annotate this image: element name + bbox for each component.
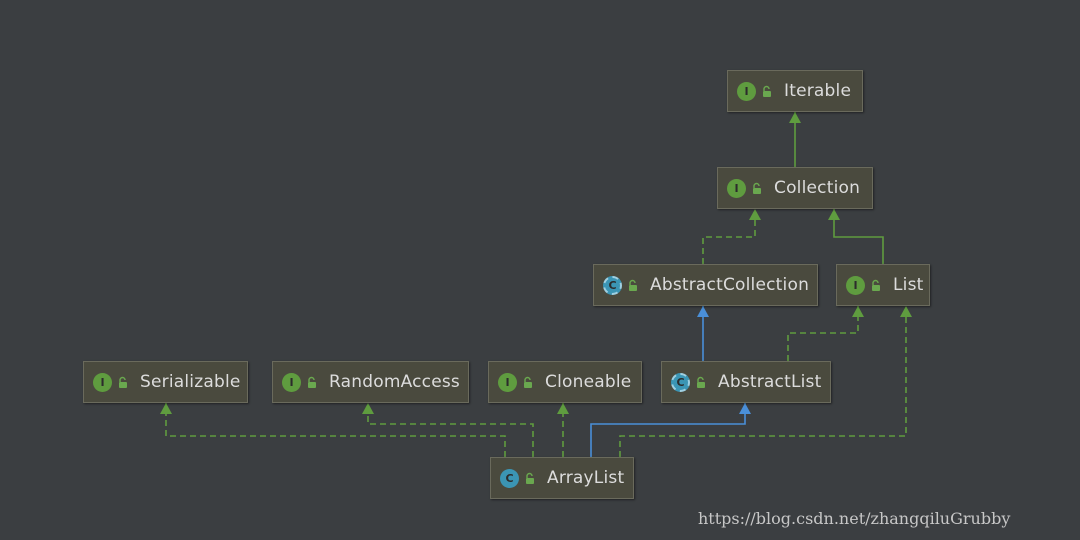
arrowhead: [739, 403, 751, 414]
node-label: Serializable: [140, 372, 241, 392]
edge-array-list-to-serializable: [160, 403, 506, 457]
node-serializable[interactable]: I Serializable: [83, 361, 248, 403]
edge-abstract-collection-to-collection: [702, 209, 761, 264]
arrowhead: [900, 306, 912, 317]
edge-line: [619, 306, 907, 457]
node-label: Cloneable: [545, 372, 632, 392]
node-iterable[interactable]: I Iterable: [727, 70, 863, 112]
abstract-class-icon: C: [671, 372, 690, 392]
interface-icon: I: [93, 372, 112, 392]
node-abstract-list[interactable]: C AbstractList: [661, 361, 831, 403]
interface-icon: I: [498, 372, 517, 392]
arrowhead: [557, 403, 569, 414]
edge-array-list-to-cloneable: [557, 403, 569, 457]
edge-line: [165, 403, 506, 457]
arrowhead: [362, 403, 374, 414]
arrowhead: [749, 209, 761, 220]
edge-array-list-to-random-access: [362, 403, 534, 457]
node-label: AbstractCollection: [650, 275, 810, 295]
node-label: ArrayList: [547, 468, 625, 488]
lock-icon: [119, 376, 127, 388]
arrowhead: [852, 306, 864, 317]
lock-icon: [308, 376, 316, 388]
node-label: RandomAccess: [329, 372, 460, 392]
lock-icon: [753, 182, 761, 194]
edge-array-list-to-abstract-list: [590, 403, 751, 457]
watermark: https://blog.csdn.net/zhangqiluGrubby: [698, 509, 1011, 528]
lock-icon: [526, 472, 534, 484]
arrowhead: [160, 403, 172, 414]
edge-abstract-list-to-list: [787, 306, 864, 361]
lock-icon: [872, 279, 880, 291]
arrowhead: [697, 306, 709, 317]
edge-line: [787, 306, 859, 361]
interface-icon: I: [282, 372, 301, 392]
edge-line: [702, 209, 756, 264]
lock-icon: [524, 376, 532, 388]
abstract-class-icon: C: [603, 275, 622, 295]
node-label: Iterable: [784, 81, 852, 101]
lock-icon: [763, 85, 771, 97]
node-label: Collection: [774, 178, 861, 198]
node-collection[interactable]: I Collection: [717, 167, 873, 209]
edge-line: [590, 403, 746, 457]
lock-icon: [697, 376, 705, 388]
node-abstract-collection[interactable]: C AbstractCollection: [593, 264, 818, 306]
interface-icon: I: [727, 178, 746, 198]
node-list[interactable]: I List: [836, 264, 930, 306]
arrowhead: [828, 209, 840, 220]
edge-abstract-list-to-abstract-collection: [697, 306, 709, 361]
edge-list-to-collection: [828, 209, 884, 264]
edge-collection-to-iterable: [789, 112, 801, 167]
lock-icon: [629, 279, 637, 291]
interface-icon: I: [846, 275, 865, 295]
node-label: List: [893, 275, 924, 295]
node-label: AbstractList: [718, 372, 822, 392]
arrowhead: [789, 112, 801, 123]
edge-line: [833, 209, 884, 264]
edge-line: [367, 403, 534, 457]
edge-array-list-to-list: [619, 306, 912, 457]
node-array-list[interactable]: C ArrayList: [490, 457, 634, 499]
interface-icon: I: [737, 81, 756, 101]
node-cloneable[interactable]: I Cloneable: [488, 361, 642, 403]
class-icon: C: [500, 468, 519, 488]
node-random-access[interactable]: I RandomAccess: [272, 361, 469, 403]
